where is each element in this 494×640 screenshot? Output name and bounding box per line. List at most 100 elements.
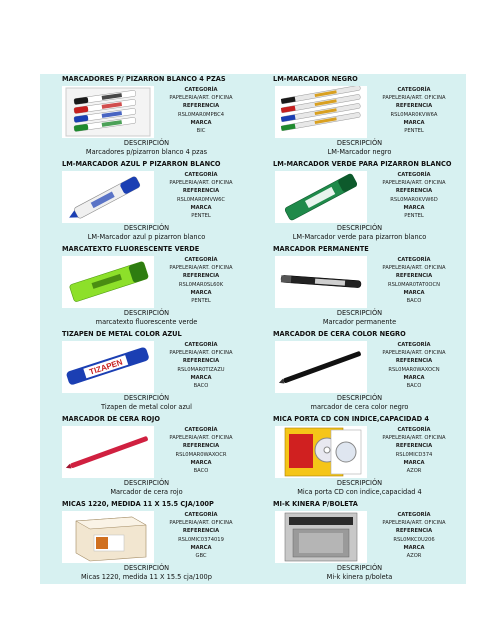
descripcion-label: DESCRIPCIÓN [123, 224, 170, 232]
product-title: LM-MARCADOR NEGRO [273, 75, 358, 83]
descripcion-value: LM-Marcador verde para pizarron blanco [292, 233, 427, 241]
categoria-value: PAPELERIA/ART. OFICINA [169, 350, 233, 357]
referencia-label: REFERENCIA [395, 273, 433, 280]
categoria-label: CATEGORÍA [397, 512, 431, 518]
marca-label: MARCA [403, 459, 425, 466]
marca-label: MARCA [190, 544, 212, 551]
marca-value: PENTEL [191, 213, 211, 220]
product-card: MICA PORTA CD CON INDICE,CAPACIDAD 4 CATE… [253, 414, 466, 499]
referencia-value: RSL0MAR0TIZAZU [177, 366, 225, 373]
referencia-value: RSL0MIC0374019 [178, 536, 224, 543]
descripcion-value: marcatexto fluorescente verde [95, 318, 198, 326]
categoria-value: PAPELERIA/ART. OFICINA [169, 95, 233, 102]
product-title: MICA PORTA CD CON INDICE,CAPACIDAD 4 [273, 415, 429, 423]
categoria-value: PAPELERIA/ART. OFICINA [169, 180, 233, 187]
categoria-label: CATEGORÍA [184, 87, 218, 93]
categoria-label: CATEGORÍA [397, 427, 431, 433]
product-card: MI-K KINERA P/BOLETA CATEGORÍA PAPELERIA/A… [253, 499, 466, 584]
marca-label: MARCA [190, 459, 212, 466]
categoria-value: PAPELERIA/ART. OFICINA [382, 95, 446, 102]
descripcion-label: DESCRIPCIÓN [123, 309, 170, 317]
marca-label: MARCA [403, 374, 425, 381]
marca-value: AZOR [406, 468, 422, 475]
highlighter-image [62, 256, 154, 308]
descripcion-label: DESCRIPCIÓN [123, 479, 170, 487]
four-markers-image [62, 86, 154, 138]
product-title: MARCADOR PERMANENTE [273, 245, 369, 253]
tizapen-image: TIZAPEN [62, 341, 154, 393]
categoria-label: CATEGORÍA [184, 427, 218, 433]
categoria-value: PAPELERIA/ART. OFICINA [382, 265, 446, 272]
descripcion-value: Mi-k kinera p/boleta [326, 573, 393, 581]
referencia-label: REFERENCIA [182, 188, 220, 195]
catalog-sheet: MARCADORES P/ PIZARRON BLANCO 4 PZAS CATE… [40, 74, 466, 584]
marca-value: BACO [193, 383, 209, 390]
categoria-value: PAPELERIA/ART. OFICINA [169, 520, 233, 527]
categoria-label: CATEGORÍA [184, 172, 218, 178]
micas-box-image [62, 511, 154, 563]
referencia-value: RSL0MAR0KVW6D [390, 196, 438, 203]
descripcion-label: DESCRIPCIÓN [336, 139, 383, 147]
referencia-value: RSL0MICD374 [395, 451, 433, 458]
categoria-value: PAPELERIA/ART. OFICINA [382, 520, 446, 527]
marca-label: MARCA [403, 544, 425, 551]
descripcion-label: DESCRIPCIÓN [336, 224, 383, 232]
marca-label: MARCA [190, 374, 212, 381]
referencia-value: RSL0MAR0KVW6A [390, 111, 438, 118]
descripcion-value: Marcador permanente [322, 318, 397, 326]
marca-label: MARCA [403, 204, 425, 211]
descripcion-value: Marcador de cera rojo [110, 488, 183, 496]
marca-value: BACO [406, 383, 422, 390]
marca-value: BACO [193, 468, 209, 475]
product-card: LM-MARCADOR NEGRO CATEGORÍA PAPELERIA/ART.… [253, 74, 466, 159]
referencia-label: REFERENCIA [182, 528, 220, 535]
categoria-label: CATEGORÍA [397, 172, 431, 178]
product-title: MARCATEXTO FLUORESCENTE VERDE [62, 245, 200, 253]
categoria-label: CATEGORÍA [184, 512, 218, 518]
referencia-label: REFERENCIA [395, 103, 433, 110]
product-title: LM-MARCADOR VERDE PARA PIZARRON BLANCO [273, 160, 452, 168]
product-title: LM-MARCADOR AZUL P PIZARRON BLANCO [62, 160, 221, 168]
categoria-label: CATEGORÍA [397, 87, 431, 93]
descripcion-value: Micas 1220, medida 11 X 15.5 cja/100p [81, 573, 212, 581]
descripcion-label: DESCRIPCIÓN [123, 139, 170, 147]
product-title: MARCADORES P/ PIZARRON BLANCO 4 PZAS [62, 75, 226, 83]
marca-value: AZOR [406, 553, 422, 560]
pentel-markers-image [275, 86, 367, 138]
descripcion-label: DESCRIPCIÓN [123, 394, 170, 402]
referencia-label: REFERENCIA [395, 443, 433, 450]
cd-sleeve-image [275, 426, 367, 478]
referencia-label: REFERENCIA [182, 103, 220, 110]
red-wax-marker-image [62, 426, 154, 478]
marca-label: MARCA [190, 119, 212, 126]
descripcion-value: Marcadores p/pizarron blanco 4 pzas [85, 148, 208, 156]
descripcion-label: DESCRIPCIÓN [336, 394, 383, 402]
product-card: MARCADORES P/ PIZARRON BLANCO 4 PZAS CATE… [40, 74, 253, 159]
categoria-value: PAPELERIA/ART. OFICINA [169, 435, 233, 442]
referencia-value: RSL0MKC0U206 [393, 536, 435, 543]
descripcion-label: DESCRIPCIÓN [123, 564, 170, 572]
product-card: LM-MARCADOR VERDE PARA PIZARRON BLANCO CA… [253, 159, 466, 244]
descripcion-value: LM-Marcador azul p pizarron blanco [87, 233, 206, 241]
categoria-value: PAPELERIA/ART. OFICINA [382, 350, 446, 357]
marca-value: PENTEL [191, 298, 211, 305]
marca-label: MARCA [403, 119, 425, 126]
descripcion-value: Mica porta CD con indice,capacidad 4 [297, 488, 422, 496]
product-title: MI-K KINERA P/BOLETA [273, 500, 358, 508]
referencia-label: REFERENCIA [395, 528, 433, 535]
referencia-value: RSL0MAR0TAT0OCN [388, 281, 440, 288]
referencia-value: RSL0MAR0WAXOCR [175, 451, 227, 458]
product-title: TIZAPEN DE METAL COLOR AZUL [62, 330, 182, 338]
